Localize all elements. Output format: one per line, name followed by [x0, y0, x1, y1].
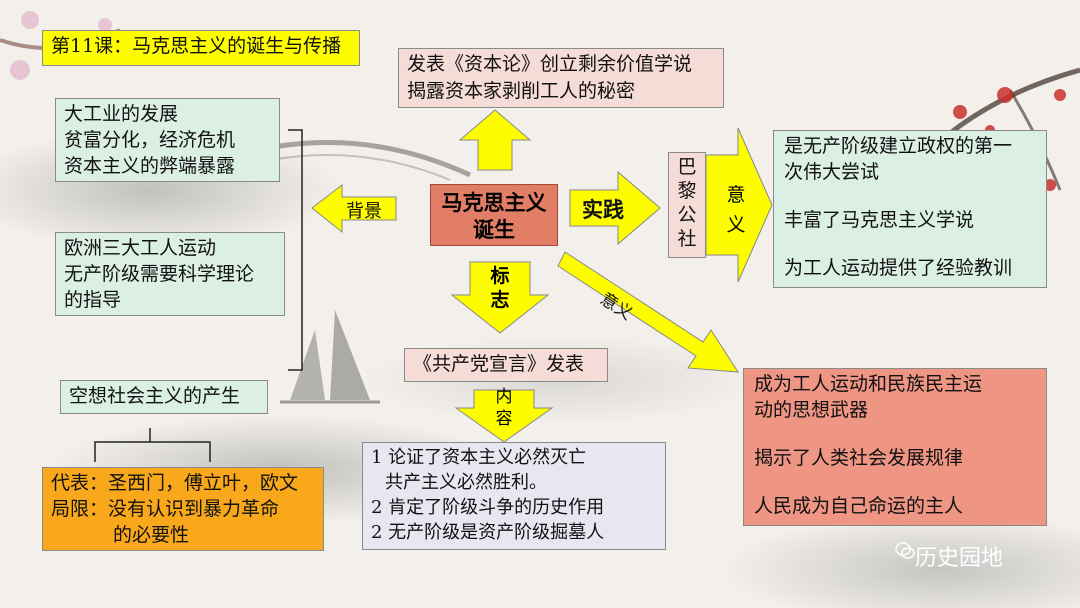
- marx-meaning-line-3: [754, 423, 1036, 445]
- background2-line-3: 的指导: [64, 289, 122, 311]
- background2-line-1: 欧洲三大工人运动: [64, 237, 217, 259]
- utopian-detail-line-1: 代表：圣西门，傅立叶，欧文: [51, 472, 299, 494]
- background-box-industry: 大工业的发展 贫富分化，经济危机 资本主义的弊端暴露: [55, 98, 280, 182]
- capital-line-1: 发表《资本论》创立剩余价值学说: [407, 53, 693, 75]
- paris-meaning-line-1: 是无产阶级建立政权的第一: [784, 135, 1013, 157]
- paris-char-3: 公: [677, 204, 697, 226]
- content-arrow: [454, 389, 554, 443]
- paris-meaning-line-2: 次伟大尝试: [784, 161, 880, 183]
- center-line-2: 诞生: [473, 217, 515, 242]
- up-arrow: [458, 109, 532, 171]
- utopian-detail-line-2: 局限：没有认识到暴力革命: [51, 498, 280, 520]
- practice-arrow: [569, 170, 661, 246]
- paris-char-2: 黎: [677, 180, 697, 202]
- content-label-2: 容: [495, 409, 513, 429]
- meaning-label-2: 义: [726, 214, 746, 236]
- meaning-label: 意 义: [724, 180, 748, 240]
- content-line-1: 1 论证了资本主义必然灭亡: [371, 447, 587, 468]
- manifesto-content-box: 1 论证了资本主义必然灭亡 共产主义必然胜利。 2 肯定了阶级斗争的历史作用 2…: [362, 442, 666, 550]
- marx-meaning-line-2: 动的思想武器: [754, 399, 869, 421]
- background1-line-1: 大工业的发展: [64, 103, 179, 125]
- center-line-1: 马克思主义: [441, 190, 547, 215]
- marx-meaning-line-5: [754, 471, 1036, 493]
- symbol-label-1: 标: [490, 265, 510, 287]
- marx-meaning-line-4: 揭示了人类社会发展规律: [754, 447, 964, 469]
- wechat-icon: [895, 542, 915, 559]
- diagonal-arrow: [557, 251, 739, 373]
- marxism-meaning-box: 成为工人运动和民族民主运 动的思想武器 揭示了人类社会发展规律 人民成为自己命运…: [743, 368, 1047, 526]
- watermark-text: 历史园地: [915, 546, 1004, 571]
- symbol-label: 标 志: [488, 264, 512, 312]
- background1-line-2: 贫富分化，经济危机: [64, 129, 236, 151]
- background2-line-2: 无产阶级需要科学理论: [64, 263, 255, 285]
- capital-line-2: 揭露资本家剥削工人的秘密: [407, 80, 636, 102]
- symbol-arrow: [450, 261, 550, 334]
- background1-line-3: 资本主义的弊端暴露: [64, 155, 236, 177]
- manifesto-text: 《共产党宣言》发表: [413, 353, 585, 375]
- content-line-2: 共产主义必然胜利。: [385, 472, 547, 493]
- marx-meaning-line-1: 成为工人运动和民族民主运: [754, 373, 983, 395]
- marx-meaning-line-6: 人民成为自己命运的主人: [754, 495, 964, 517]
- symbol-label-2: 志: [490, 289, 510, 311]
- utopian-text: 空想社会主义的产生: [69, 385, 241, 407]
- manifesto-box: 《共产党宣言》发表: [404, 348, 608, 382]
- paris-meaning-line-3: [784, 185, 1036, 207]
- content-line-4: 2 无产阶级是资产阶级掘墓人: [371, 522, 605, 543]
- practice-label: 实践: [582, 197, 624, 222]
- paris-meaning-line-4: 丰富了马克思主义学说: [784, 209, 975, 231]
- meaning-arrow: [705, 127, 773, 283]
- lesson-title-text: 第11课：马克思主义的诞生与传播: [51, 35, 342, 57]
- background-label: 背景: [346, 201, 382, 222]
- meaning-label-1: 意: [726, 184, 746, 206]
- capital-box: 发表《资本论》创立剩余价值学说 揭露资本家剥削工人的秘密: [398, 48, 724, 108]
- content-label: 内 容: [492, 386, 516, 430]
- paris-char-4: 社: [677, 228, 697, 250]
- paris-char-1: 巴: [677, 156, 697, 178]
- background-box-workers: 欧洲三大工人运动 无产阶级需要科学理论 的指导: [55, 232, 285, 316]
- background-arrow: [311, 183, 397, 234]
- utopian-detail-box: 代表：圣西门，傅立叶，欧文 局限：没有认识到暴力革命 的必要性: [42, 467, 324, 551]
- utopian-detail-line-3: 的必要性: [113, 524, 190, 546]
- content-label-1: 内: [495, 387, 513, 407]
- paris-meaning-line-5: [784, 233, 1036, 255]
- utopian-box: 空想社会主义的产生: [60, 380, 268, 414]
- marxism-birth-box: 马克思主义 诞生: [430, 184, 558, 246]
- paris-commune-box: 巴 黎 公 社: [668, 152, 706, 258]
- paris-meaning-box: 是无产阶级建立政权的第一 次伟大尝试 丰富了马克思主义学说 为工人运动提供了经验…: [773, 130, 1047, 288]
- content-line-3: 2 肯定了阶级斗争的历史作用: [371, 497, 605, 518]
- paris-meaning-line-6: 为工人运动提供了经验教训: [784, 257, 1013, 279]
- lesson-title: 第11课：马克思主义的诞生与传播: [42, 30, 360, 66]
